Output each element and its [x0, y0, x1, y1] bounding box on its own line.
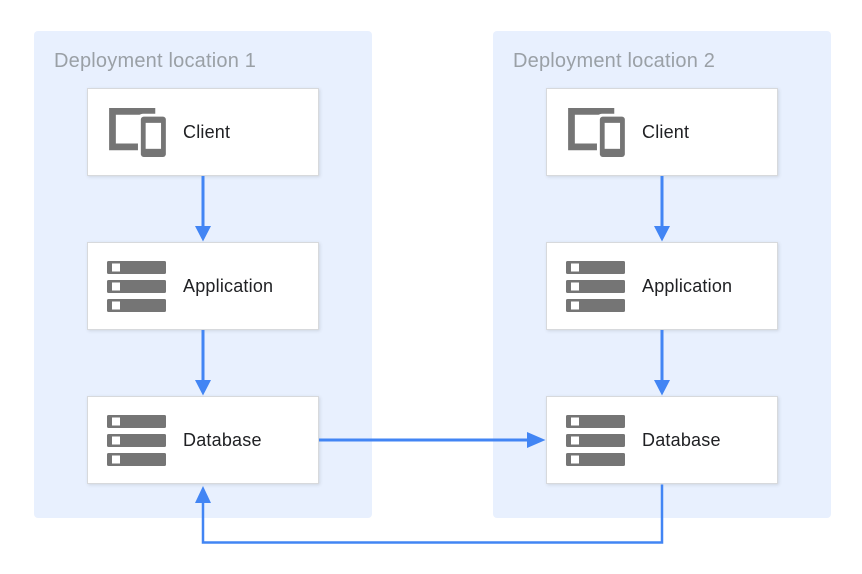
node-client-1: Client: [87, 88, 319, 176]
node-client-2: Client: [546, 88, 778, 176]
node-database-2: Database: [546, 396, 778, 484]
server-stack-icon: [566, 414, 625, 466]
node-label: Database: [642, 429, 721, 450]
client-devices-icon: [107, 107, 166, 157]
node-label: Database: [183, 429, 262, 450]
node-application-1: Application: [87, 242, 319, 330]
client-devices-icon: [566, 107, 625, 157]
deployment-zone-2: Deployment location 2 Client: [493, 31, 831, 518]
zone-2-title: Deployment location 2: [513, 50, 716, 72]
node-database-1: Database: [87, 396, 319, 484]
server-stack-icon: [566, 260, 625, 312]
node-label: Application: [642, 275, 733, 296]
zone-1-title: Deployment location 1: [54, 50, 257, 72]
server-stack-icon: [107, 414, 166, 466]
node-application-2: Application: [546, 242, 778, 330]
node-label: Client: [642, 121, 690, 142]
deployment-zone-1: Deployment location 1 Client: [34, 31, 372, 518]
server-stack-icon: [107, 260, 166, 312]
node-label: Application: [183, 275, 274, 296]
node-label: Client: [183, 121, 231, 142]
